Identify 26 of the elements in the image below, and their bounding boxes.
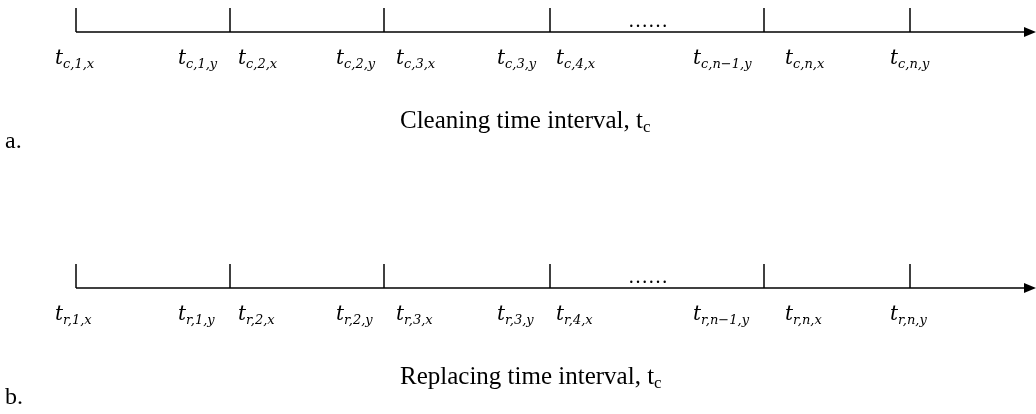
axis-caption: Replacing time interval, t$_{c}$ <box>400 363 662 391</box>
tick-label: t$_{r,2,y}$ <box>336 303 373 326</box>
tick-label: t$_{r,2,x}$ <box>238 303 275 326</box>
panel-label: a. <box>5 128 22 152</box>
tick-label: t$_{r,n,x}$ <box>785 303 822 326</box>
tick-label: t$_{c,n−1,y}$ <box>693 47 752 70</box>
tick-label: t$_{c,n,y}$ <box>890 47 930 70</box>
tick-label: t$_{c,1,y}$ <box>178 47 218 70</box>
tick-label: t$_{c,2,x}$ <box>238 47 278 70</box>
tick-label: t$_{c,2,y}$ <box>336 47 376 70</box>
tick-label: t$_{r,3,y}$ <box>497 303 534 326</box>
tick-label: t$_{c,3,x}$ <box>396 47 436 70</box>
ellipsis: …… <box>628 266 668 286</box>
tick-label: t$_{c,4,x}$ <box>556 47 596 70</box>
tick-label: t$_{r,1,y}$ <box>178 303 215 326</box>
tick-label: t$_{c,n,x}$ <box>785 47 825 70</box>
tick-label: t$_{r,n,y}$ <box>890 303 927 326</box>
tick-label: t$_{r,n−1,y}$ <box>693 303 749 326</box>
axis-caption: Cleaning time interval, t$_{c}$ <box>400 107 651 135</box>
tick-label: t$_{r,4,x}$ <box>556 303 593 326</box>
tick-label: t$_{r,1,x}$ <box>55 303 92 326</box>
tick-label: t$_{c,1,x}$ <box>55 47 95 70</box>
ellipsis: …… <box>628 10 668 30</box>
tick-label: t$_{c,3,y}$ <box>497 47 537 70</box>
tick-label: t$_{r,3,x}$ <box>396 303 433 326</box>
panel-label: b. <box>5 384 23 408</box>
